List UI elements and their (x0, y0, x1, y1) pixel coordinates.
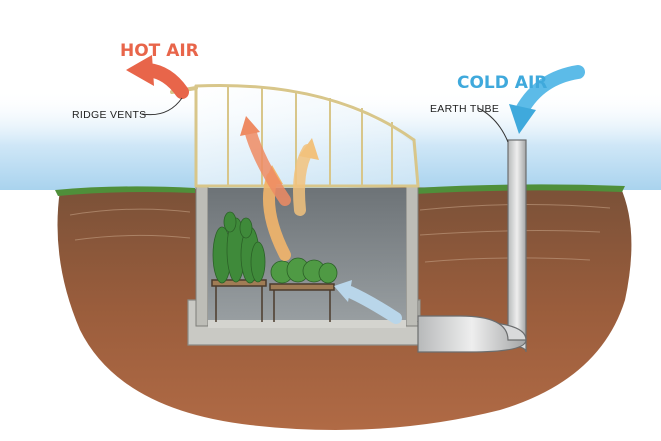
earth-tube-leader (477, 107, 509, 143)
concrete-wall-left (195, 185, 209, 327)
cool-air-interior (334, 280, 402, 324)
ridge-vents-label: RIDGE VENTS (72, 109, 146, 121)
cold-air-label: COLD AIR (457, 73, 547, 93)
earth-tube-label: EARTH TUBE (430, 103, 499, 115)
tall-plants (212, 211, 266, 284)
warm-air-arrows (240, 116, 319, 261)
arrow-down-icon (509, 104, 536, 134)
ridge-vents-leader (141, 97, 183, 116)
concrete-wall-right (405, 185, 419, 327)
hot-air-arrow (126, 55, 189, 99)
grass (55, 186, 195, 196)
arrow-up-left-icon (126, 55, 154, 86)
earth-tube (417, 139, 527, 353)
floor (208, 320, 406, 328)
soil-strata (69, 203, 611, 263)
short-plants (270, 257, 338, 284)
cold-air-arrow (509, 65, 585, 134)
hot-air-label: HOT AIR (120, 41, 199, 61)
bench-right (269, 283, 335, 322)
